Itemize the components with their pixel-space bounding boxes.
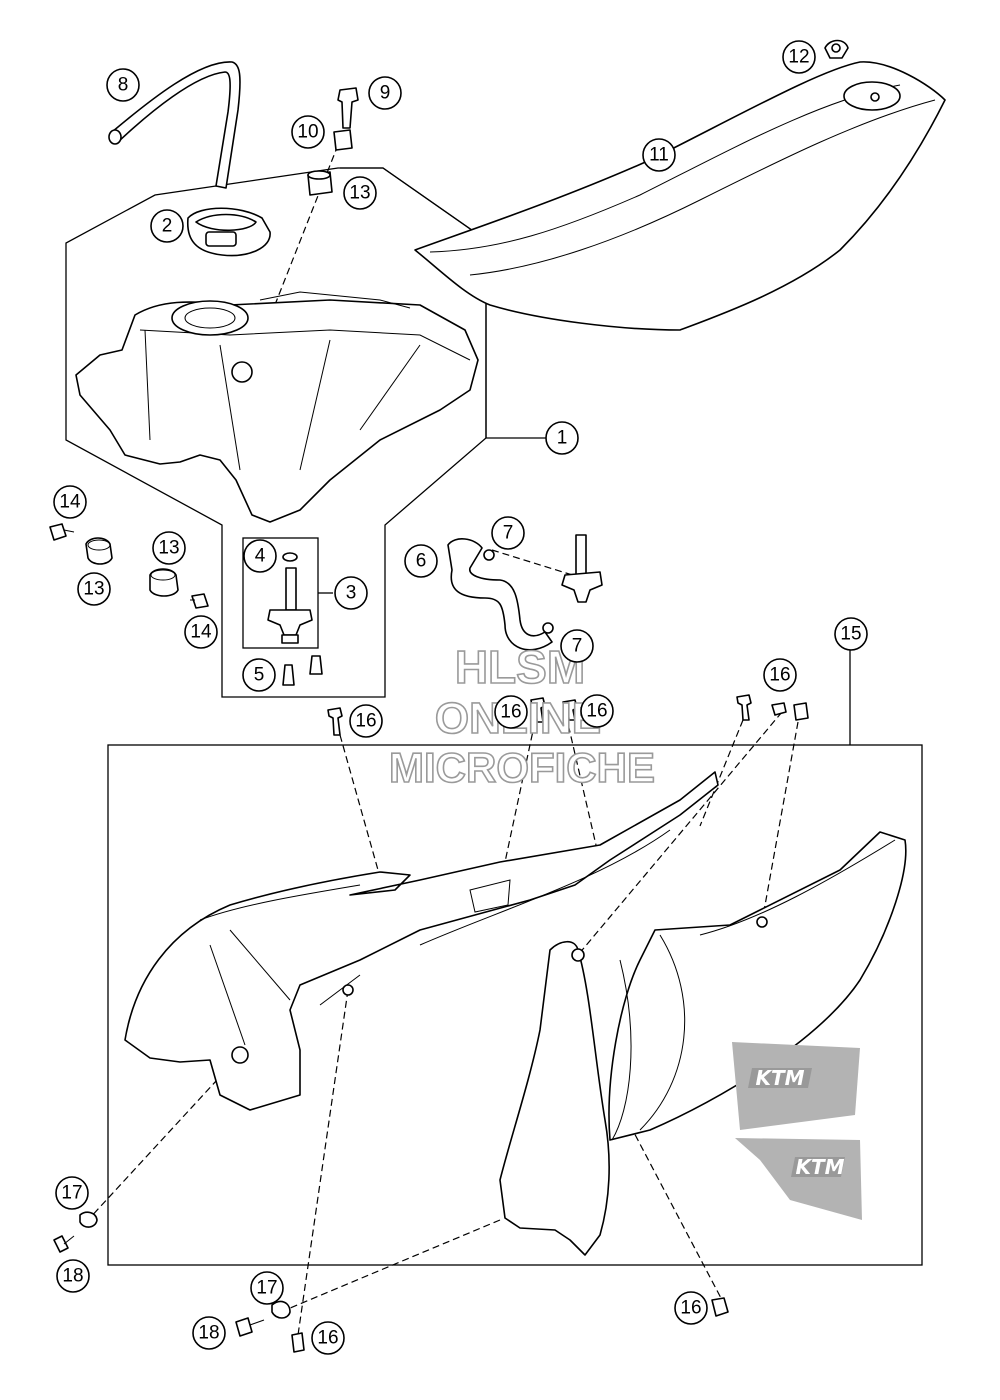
left-shroud [124,771,719,1111]
svg-text:11: 11 [649,145,669,166]
svg-text:7: 7 [572,636,583,657]
callout-18b: 18 [192,1316,226,1350]
svg-text:16: 16 [317,1328,338,1349]
callout-16f: 16 [311,1321,345,1355]
callout-3: 3 [334,576,368,610]
callout-16c: 16 [580,694,614,728]
svg-text:12: 12 [788,47,809,68]
mount-hardware-left [49,523,209,609]
callout-16e: 16 [674,1291,708,1325]
decal-upper-logo-bg [748,1068,812,1088]
callout-16a: 16 [349,704,383,738]
callout-16b: 16 [494,695,528,729]
leader-lines [87,144,851,1336]
svg-text:13: 13 [349,183,370,204]
svg-text:18: 18 [198,1323,219,1344]
callout-7a: 7 [491,516,525,550]
callout-13b: 13 [152,531,186,565]
seat-grommet [824,39,849,59]
callout-2: 2 [150,209,184,243]
callout-1: 1 [545,421,579,455]
callout-5: 5 [242,658,276,692]
callout-17b: 17 [250,1271,284,1305]
fuel-hose-and-tap [447,534,603,651]
callout-9: 9 [368,76,402,110]
svg-text:17: 17 [256,1278,277,1299]
svg-text:5: 5 [254,665,265,686]
svg-text:14: 14 [59,492,81,513]
callout-8: 8 [106,68,140,102]
callouts: 1 2 3 4 5 6 7 7 8 9 10 11 12 13 13 13 14… [53,40,868,1355]
svg-text:2: 2 [162,216,173,237]
callout-15: 15 [834,617,868,651]
svg-text:16: 16 [355,711,376,732]
decal-lower: KTM [735,1138,862,1220]
breather-hose [108,61,241,189]
callout-10: 10 [291,115,325,149]
svg-text:16: 16 [586,701,607,722]
tank-group-outline [65,167,487,698]
seat [414,61,946,331]
svg-text:16: 16 [500,702,521,723]
right-side-cover [499,831,907,1256]
svg-text:3: 3 [346,583,357,604]
svg-text:9: 9 [380,83,391,104]
callout-14b: 14 [184,615,218,649]
upper-bolts [327,694,809,736]
tank-cap [187,207,271,257]
svg-text:14: 14 [190,622,212,643]
decal-upper-brand: KTM [755,1066,804,1090]
side-cover-group-frame [107,744,923,1266]
svg-text:16: 16 [769,665,790,686]
svg-text:13: 13 [158,538,179,559]
callout-16d: 16 [763,658,797,692]
svg-text:15: 15 [840,624,861,645]
svg-text:8: 8 [118,75,129,96]
decal-lower-brand: KTM [795,1155,844,1179]
callout-12: 12 [782,40,816,74]
svg-text:10: 10 [297,122,318,143]
svg-text:6: 6 [416,551,427,572]
svg-text:18: 18 [62,1266,83,1287]
callout-18a: 18 [56,1259,90,1293]
decal-upper: KTM [732,1042,860,1130]
callout-7b: 7 [560,629,594,663]
fuel-tap [267,552,323,686]
svg-text:4: 4 [255,546,266,567]
decal-lower-logo-bg [791,1157,845,1177]
callout-6: 6 [404,544,438,578]
callout-4: 4 [243,539,277,573]
fuel-tank [75,291,479,523]
callout-11: 11 [642,138,676,172]
svg-text:1: 1 [557,428,568,449]
svg-text:17: 17 [61,1183,82,1204]
watermark-line3: MICROFICHE [389,744,655,791]
svg-text:7: 7 [503,523,514,544]
svg-text:16: 16 [680,1298,701,1319]
svg-text:13: 13 [83,579,104,600]
lower-hardware [53,1211,729,1353]
callout-13a: 13 [343,176,377,210]
callout-14a: 14 [53,485,87,519]
screw-stack [307,87,359,196]
callout-17a: 17 [55,1176,89,1210]
callout-13c: 13 [77,572,111,606]
